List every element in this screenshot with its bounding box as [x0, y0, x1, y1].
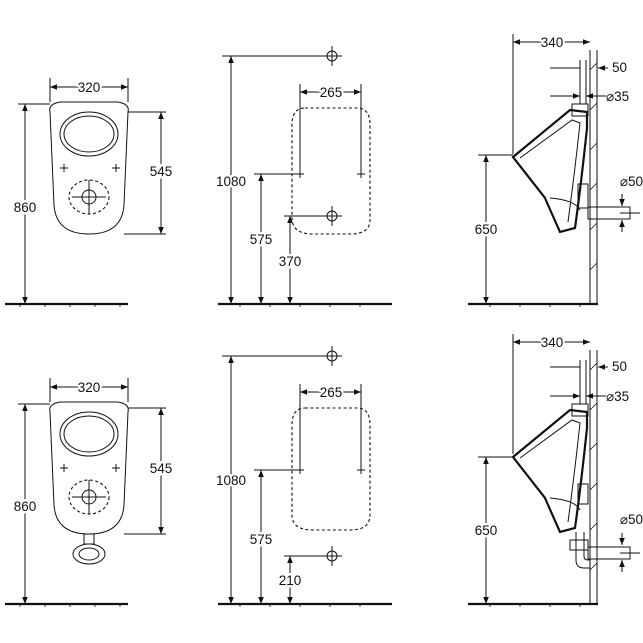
wall-dimensions: 1080 575 370 265: [213, 55, 362, 304]
front-width-label: 320: [78, 80, 101, 95]
front-view-urinal: [49, 401, 129, 565]
wall-mid-label: 575: [250, 532, 273, 547]
side-view-urinal: [511, 50, 640, 304]
front-height-label: 860: [14, 200, 37, 215]
wall-installation-view: [291, 346, 371, 566]
wall-mid-label: 575: [250, 232, 273, 247]
wall-width-label: 265: [320, 85, 343, 100]
front-body-height-label: 545: [150, 164, 173, 179]
wall-low-label: 210: [279, 573, 302, 588]
side-outlet-diameter-label: ⌀50: [620, 512, 643, 527]
side-height-label: 650: [475, 222, 498, 237]
front-dimensions: 320 860 545: [11, 378, 175, 604]
side-outlet-diameter-label: ⌀50: [620, 174, 643, 189]
wall-dimensions: 1080 575 210 265: [213, 355, 362, 604]
front-height-label: 860: [14, 499, 37, 514]
floor-line: [5, 302, 598, 307]
side-dimensions: 340 50 ⌀35 650 ⌀50: [472, 333, 643, 604]
front-body-height-label: 545: [150, 461, 173, 476]
side-view-urinal: [511, 350, 640, 604]
side-top-diameter-label: ⌀35: [606, 389, 629, 404]
side-dimensions: 340 50 ⌀35 650 ⌀50: [472, 33, 643, 304]
wall-low-label: 370: [279, 254, 302, 269]
front-view-urinal: [49, 101, 129, 235]
side-depth-label: 340: [541, 35, 564, 50]
side-offset-label: 50: [612, 60, 627, 75]
front-dimensions: 320 860 545: [11, 78, 175, 304]
wall-total-label: 1080: [216, 473, 246, 488]
bottom-row: 320 860 545 1080 575: [5, 333, 643, 607]
wall-total-label: 1080: [216, 174, 246, 189]
floor-line: [5, 602, 598, 607]
front-width-label: 320: [78, 380, 101, 395]
wall-width-label: 265: [320, 385, 343, 400]
side-depth-label: 340: [541, 335, 564, 350]
top-row: 320 860 545 1080 575: [5, 33, 643, 307]
side-height-label: 650: [475, 523, 498, 538]
side-offset-label: 50: [612, 359, 627, 374]
wall-installation-view: [291, 46, 371, 235]
side-top-diameter-label: ⌀35: [606, 89, 629, 104]
